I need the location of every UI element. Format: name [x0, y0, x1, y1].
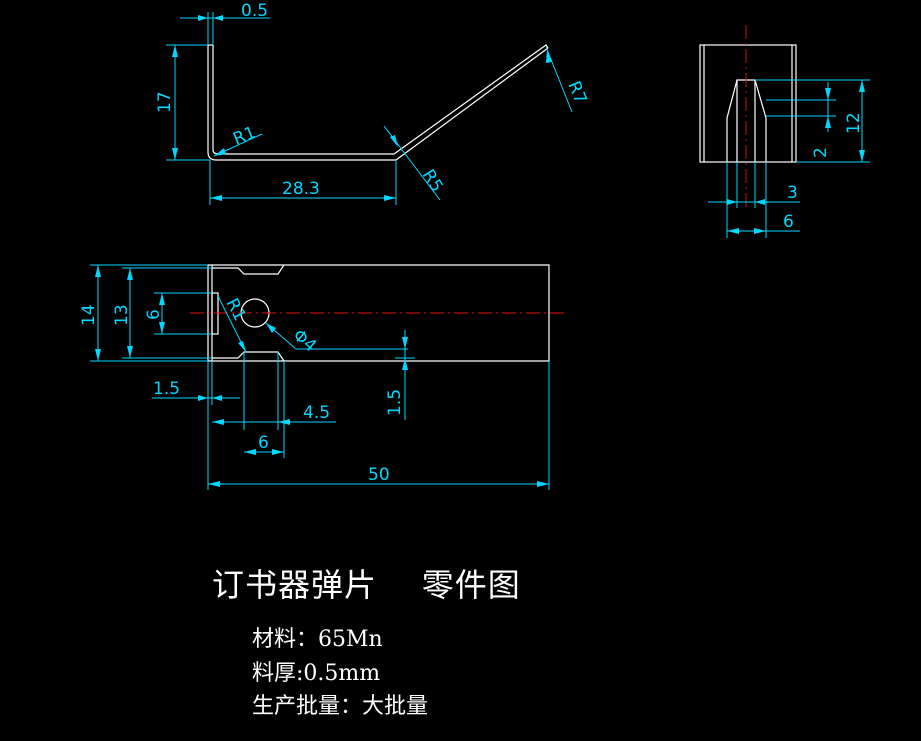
dim-28-text: 28.3: [282, 179, 320, 199]
notch-top: [212, 264, 285, 275]
r7-text: R7: [563, 78, 590, 106]
arrow: [198, 15, 208, 21]
r1-corner-text: R1: [222, 295, 250, 324]
arrow: [390, 135, 398, 147]
arrow: [214, 148, 226, 156]
dim-6v-text: 6: [144, 309, 164, 320]
arrow: [266, 323, 276, 333]
r5-text: R5: [418, 166, 447, 196]
arrow: [244, 449, 256, 455]
arrow: [127, 268, 133, 280]
arrow: [172, 148, 178, 160]
arrow: [238, 341, 246, 352]
arrow: [159, 293, 165, 305]
arrow: [402, 358, 408, 370]
arrow: [210, 195, 222, 201]
arrow: [208, 481, 220, 487]
dim-14-text: 14: [79, 304, 99, 326]
production-note: 生产批量：大批量: [252, 694, 429, 719]
drawing-title: 订书器弹片 零件图: [212, 566, 521, 604]
arrow: [727, 199, 737, 205]
side-outline: [699, 44, 797, 163]
arrow: [755, 199, 765, 205]
notch-bottom: [212, 351, 285, 362]
arrow: [825, 88, 831, 100]
r7-leader: [545, 46, 573, 113]
arrow: [754, 228, 766, 234]
dim-thickness-text: 0.5: [241, 1, 268, 21]
arrow: [384, 195, 396, 201]
dim-2-text: 2: [811, 147, 831, 158]
arrow: [127, 346, 133, 358]
arrow: [172, 45, 178, 57]
dim-3-text: 3: [787, 183, 798, 203]
dim-17-text: 17: [155, 91, 175, 113]
arrow: [825, 116, 831, 128]
arrow: [95, 265, 101, 277]
arrow: [212, 395, 222, 401]
dim-6h-text: 6: [258, 433, 269, 453]
thickness-note: 料厚:0.5mm: [252, 661, 381, 686]
material-note: 材料：65Mn: [252, 627, 383, 652]
dim-13-text: 13: [112, 304, 132, 326]
dim-50-text: 50: [368, 465, 390, 485]
dim-6s-text: 6: [783, 212, 794, 232]
dim-1-5h-text: 1.5: [153, 379, 180, 399]
arrow: [859, 80, 865, 92]
arrow: [859, 150, 865, 162]
side-view: 12 2 3 6: [699, 25, 870, 238]
r1-text: R1: [230, 123, 258, 150]
arrow: [272, 449, 284, 455]
arrow: [212, 419, 224, 425]
dia4-text: Φ4: [289, 326, 320, 357]
bent-profile-inner: [212, 44, 549, 155]
arrow: [159, 322, 165, 334]
arrow: [95, 349, 101, 361]
front-view: 0.5 17 R1 28.3 R5 R7: [155, 1, 590, 205]
arrow: [213, 15, 223, 21]
arrow: [546, 50, 552, 63]
arrow: [402, 337, 408, 349]
arrow: [727, 228, 739, 234]
arrow: [198, 395, 208, 401]
dim-12-text: 12: [844, 112, 864, 134]
flat-view: 14 13 6 R1 Φ4 1.5: [79, 264, 566, 490]
arrow: [537, 481, 549, 487]
dim-4-5-text: 4.5: [303, 403, 330, 423]
dim-1-5v-text: 1.5: [385, 389, 405, 416]
bent-profile-outer: [207, 45, 549, 161]
